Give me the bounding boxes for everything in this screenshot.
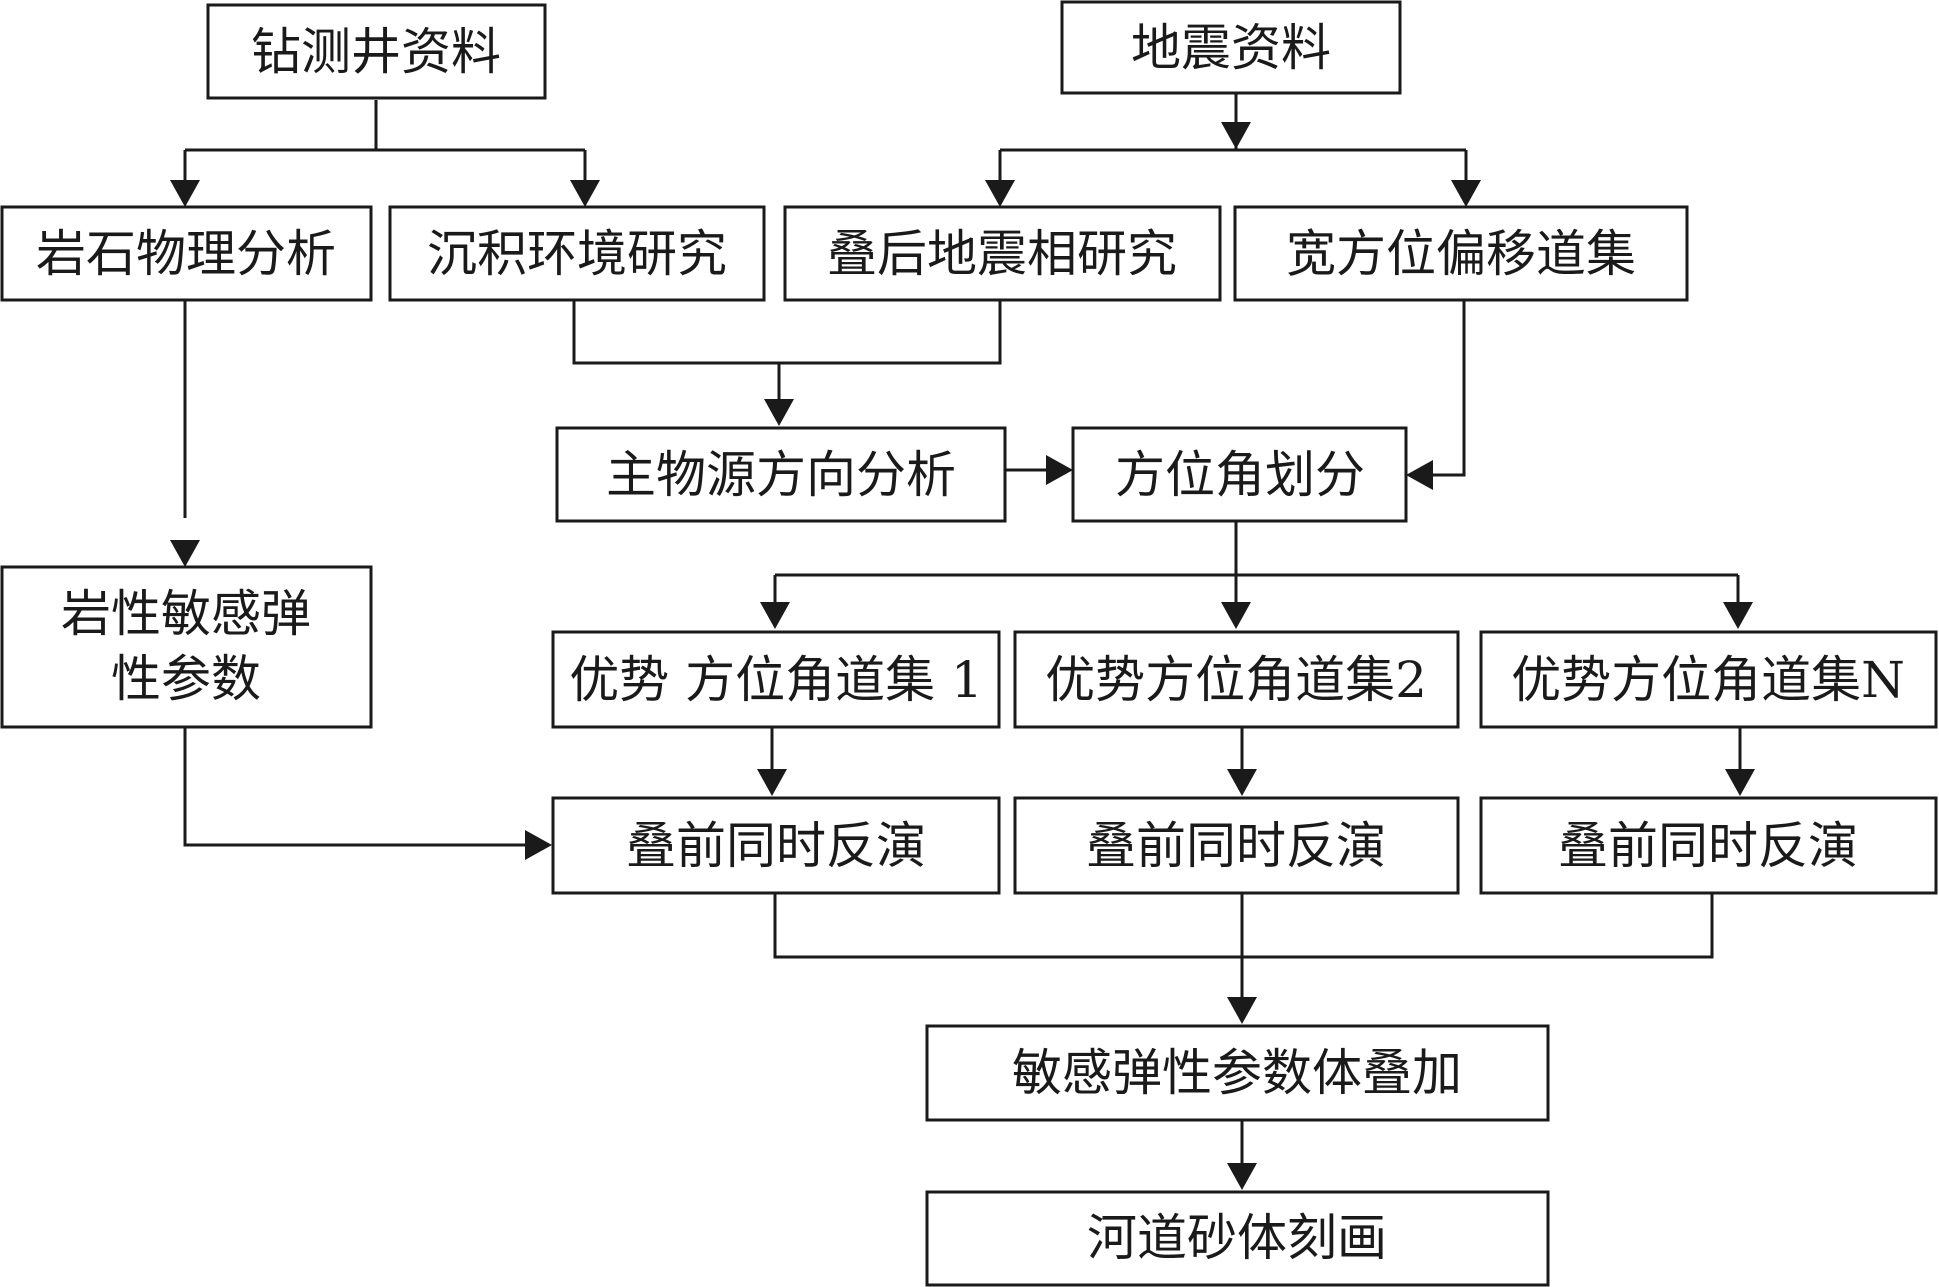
arrowhead-to-gather-n — [1723, 602, 1753, 629]
node-drill-log-data: 钻测井资料 — [206, 3, 547, 100]
connector-studies-merge-to-provenance — [572, 300, 1002, 403]
arrowhead-to-sedimentary-env — [570, 180, 600, 207]
arrowhead-to-poststack-facies — [985, 180, 1015, 207]
node-label: 地震资料 — [1131, 19, 1331, 77]
node-label: 叠前同时反演 — [626, 817, 926, 875]
node-poststack-seismic-facies: 叠后地震相研究 — [783, 205, 1222, 302]
arrowhead-to-wide-azimuth — [1451, 180, 1481, 207]
node-label: 主物源方向分析 — [606, 446, 956, 504]
node-sedimentary-env-study: 沉积环境研究 — [388, 205, 766, 302]
arrowhead-seismic-down — [1221, 122, 1251, 149]
arrowhead-to-provenance — [764, 399, 794, 426]
arrowhead-to-inversion-2 — [1227, 769, 1257, 796]
node-label-line-2: 性参数 — [111, 650, 261, 708]
node-seismic-data: 地震资料 — [1060, 0, 1402, 95]
node-dominant-azimuth-gather-1: 优势 方位角道集 1 — [551, 630, 1001, 729]
connector-drill-log-split — [183, 100, 587, 188]
node-dominant-azimuth-gather-n: 优势方位角道集N — [1479, 630, 1938, 729]
node-azimuth-division: 方位角划分 — [1071, 426, 1408, 523]
node-sensitive-param-stack: 敏感弹性参数体叠加 — [925, 1024, 1550, 1122]
connector-inversions-merge — [773, 893, 1714, 1000]
arrowhead-to-azimuth-division-left — [1046, 455, 1073, 485]
node-lithology-sensitive-params: 岩性敏感弹 性参数 — [0, 565, 373, 729]
node-label: 优势 方位角道集 1 — [569, 651, 983, 709]
node-main-provenance-direction: 主物源方向分析 — [555, 426, 1007, 523]
node-prestack-inversion-3: 叠前同时反演 — [1479, 796, 1938, 895]
connectors — [183, 93, 1742, 1165]
node-prestack-inversion-2: 叠前同时反演 — [1013, 796, 1460, 895]
node-label: 叠前同时反演 — [1086, 817, 1386, 875]
connector-sensitive-params-to-inversion — [183, 727, 525, 847]
arrowhead-to-channel-sand — [1227, 1163, 1257, 1190]
arrowhead-to-param-stack — [1227, 997, 1257, 1024]
node-label: 岩石物理分析 — [36, 225, 336, 283]
node-channel-sand-characterization: 河道砂体刻画 — [925, 1190, 1550, 1287]
node-label-line-1: 岩性敏感弹 — [61, 585, 311, 643]
node-label: 优势方位角道集2 — [1045, 651, 1427, 709]
arrowhead-to-rock-physics — [170, 180, 200, 207]
node-dominant-azimuth-gather-2: 优势方位角道集2 — [1013, 630, 1460, 729]
connector-azimuth-fanout — [773, 522, 1740, 606]
node-label: 方位角划分 — [1115, 446, 1365, 504]
arrowhead-to-inversion-1-left — [525, 830, 552, 860]
arrowhead-to-inversion-1 — [757, 769, 787, 796]
node-prestack-inversion-1: 叠前同时反演 — [551, 796, 1001, 895]
arrowhead-to-inversion-3 — [1725, 769, 1755, 796]
node-label: 优势方位角道集N — [1511, 651, 1905, 709]
node-label: 宽方位偏移道集 — [1286, 225, 1636, 283]
node-label: 河道砂体刻画 — [1087, 1209, 1387, 1267]
arrowhead-to-sensitive-params — [170, 540, 200, 567]
node-label: 沉积环境研究 — [427, 225, 727, 283]
node-label: 敏感弹性参数体叠加 — [1012, 1044, 1462, 1102]
connector-gathers-to-inversions — [770, 727, 1742, 772]
arrowheads — [170, 122, 1755, 1190]
arrowhead-to-gather-2 — [1221, 602, 1251, 629]
arrowhead-to-gather-1 — [760, 602, 790, 629]
node-label: 叠后地震相研究 — [827, 225, 1177, 283]
arrowhead-to-azimuth-division-right — [1406, 460, 1433, 490]
node-label: 叠前同时反演 — [1558, 817, 1858, 875]
connector-wide-azimuth-to-azimuth — [1433, 300, 1466, 477]
node-wide-azimuth-migration-gathers: 宽方位偏移道集 — [1233, 205, 1689, 302]
node-rock-physics-analysis: 岩石物理分析 — [0, 205, 373, 302]
node-label: 钻测井资料 — [251, 23, 501, 81]
